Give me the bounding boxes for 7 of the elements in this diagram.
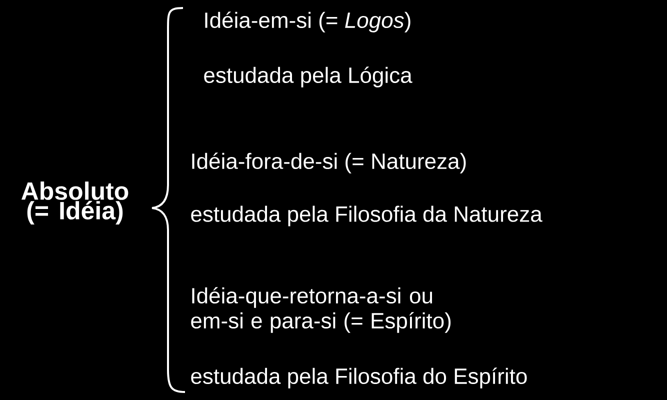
- concept-text: Idéia-em-si (= Logos): [205, 12, 410, 32]
- description-text: estudada pela Filosofia do Espírito: [191, 368, 527, 388]
- concept-text: Idéia-que-retorna-a-si ou em-si e para-si (= Espírito): [191, 287, 451, 333]
- description-text: estudada pela Filosofia da Natureza: [191, 206, 542, 226]
- concept-text: Idéia-fora-de-si (= Natureza): [192, 152, 466, 174]
- description-text: estudada pela Lógica: [204, 66, 412, 88]
- heading-text: Absoluto (= Idéia): [21, 182, 128, 224]
